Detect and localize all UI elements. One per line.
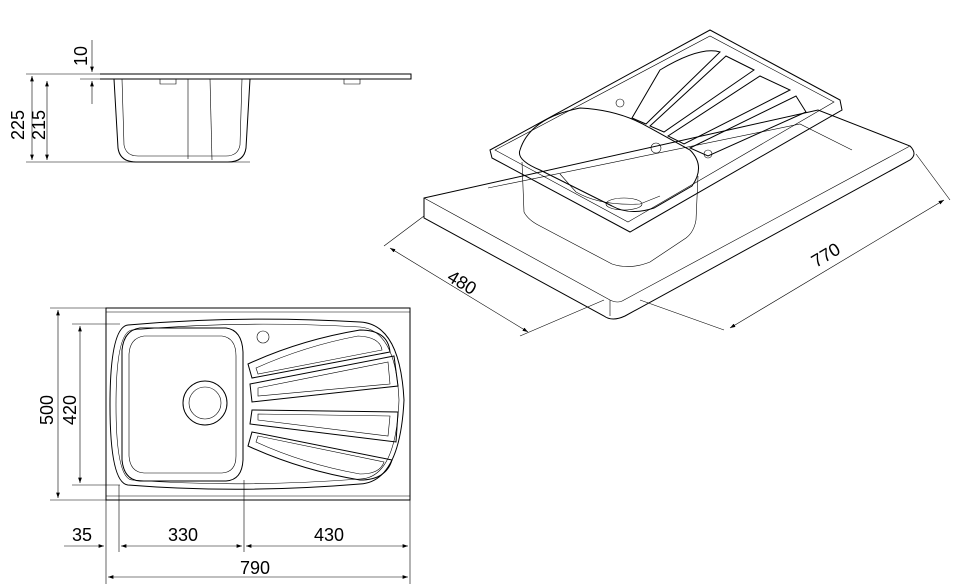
side-bowl-profile	[113, 78, 251, 163]
iso-sink-rim	[489, 29, 843, 233]
dim-side-top: 10	[71, 46, 91, 66]
dim-width-iso: 770	[808, 239, 844, 272]
top-view: 500 420 35 330 430 790	[37, 307, 411, 584]
side-top-rim	[100, 73, 412, 80]
dim-offset: 35	[72, 525, 92, 545]
iso-countertop	[423, 109, 915, 320]
tap-hole	[256, 330, 270, 344]
top-sink-outline	[109, 318, 405, 490]
drain-hole	[182, 380, 228, 426]
dim-side-outer: 225	[8, 110, 28, 140]
dim-drainer-width: 430	[314, 525, 344, 545]
dim-total-width: 790	[240, 558, 270, 578]
side-view: 10 225 215	[8, 40, 412, 163]
dim-height-inner: 420	[60, 395, 80, 425]
top-bowl	[121, 327, 244, 482]
iso-view: 480 770	[383, 29, 951, 337]
top-drainer-grooves	[247, 329, 399, 481]
dim-depth: 480	[444, 266, 480, 299]
iso-bowl	[518, 107, 699, 212]
dim-height-outer: 500	[37, 395, 57, 425]
top-outer-frame	[105, 307, 411, 501]
dim-bowl-width: 330	[168, 525, 198, 545]
iso-drainer-grooves	[631, 50, 807, 157]
dim-side-inner: 215	[29, 110, 49, 140]
